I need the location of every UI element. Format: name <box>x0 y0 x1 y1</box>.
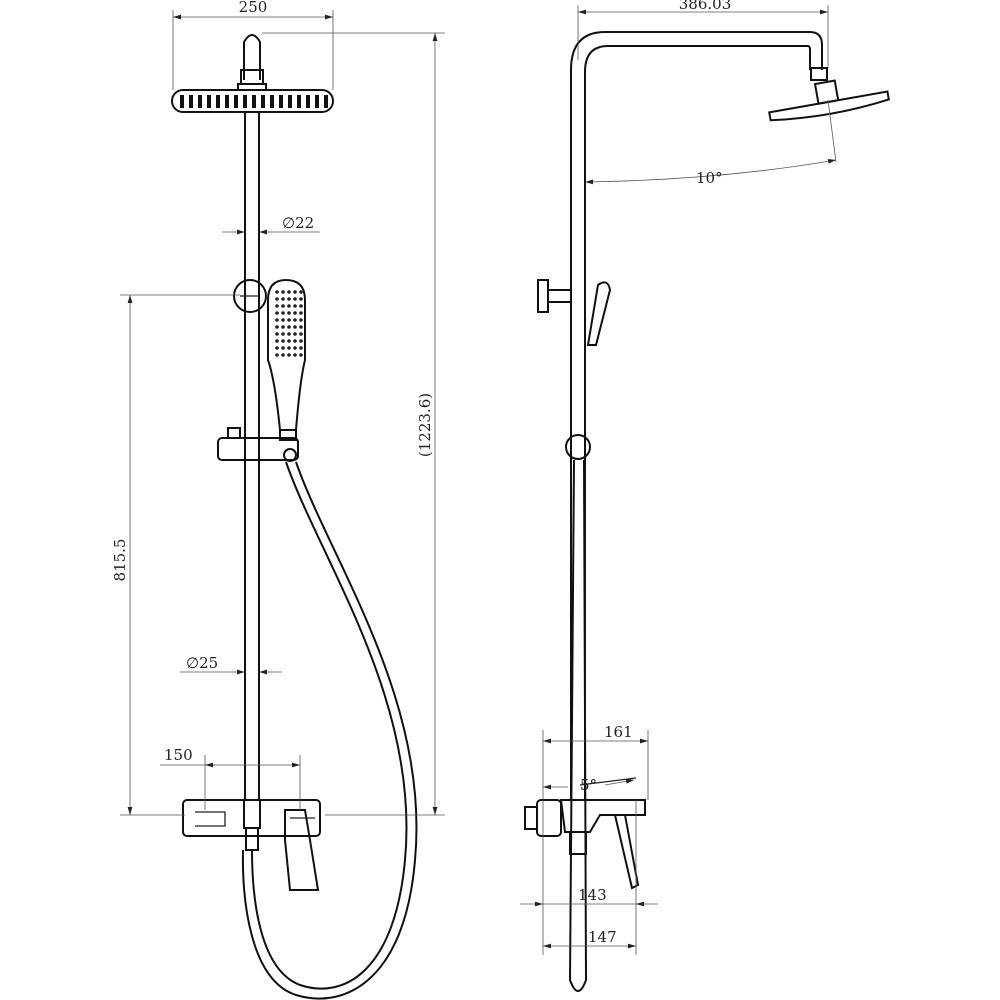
spray-hole <box>287 339 291 343</box>
spray-hole <box>299 318 303 322</box>
spray-hole <box>293 318 297 322</box>
nozzle <box>243 95 247 108</box>
nozzle <box>270 95 274 108</box>
spray-hole <box>275 353 279 357</box>
dim-head-width: 250 <box>239 0 268 16</box>
nozzle <box>198 95 202 108</box>
spray-hole <box>293 346 297 350</box>
spray-hole <box>275 290 279 294</box>
dim-arm-reach: 386.03 <box>679 0 732 13</box>
spray-hole <box>299 353 303 357</box>
spray-hole <box>275 332 279 336</box>
spray-hole <box>287 290 291 294</box>
spray-hole <box>293 339 297 343</box>
spray-hole <box>293 304 297 308</box>
nozzle <box>297 95 301 108</box>
spray-hole <box>281 332 285 336</box>
spray-hole <box>293 332 297 336</box>
front-view: 250 (1223.6) 815.5 ∅22 ∅25 150 <box>111 0 445 1000</box>
spray-hole <box>281 290 285 294</box>
spray-hole <box>275 297 279 301</box>
dim-pipe-lower-dia: ∅25 <box>186 654 218 672</box>
nozzle <box>216 95 220 108</box>
dim-total-height: (1223.6) <box>416 393 434 457</box>
spray-hole <box>281 353 285 357</box>
spray-hole <box>299 325 303 329</box>
nozzle <box>180 95 184 108</box>
hand-shower <box>267 278 306 441</box>
spray-hole <box>281 311 285 315</box>
nozzle <box>252 95 256 108</box>
nozzle <box>207 95 211 108</box>
nozzle <box>225 95 229 108</box>
spray-hole <box>275 304 279 308</box>
spray-hole <box>275 325 279 329</box>
spray-hole <box>299 311 303 315</box>
spray-hole <box>281 339 285 343</box>
spray-hole <box>275 346 279 350</box>
spray-hole <box>299 304 303 308</box>
nozzle <box>315 95 319 108</box>
spray-hole <box>293 353 297 357</box>
side-bracket-knob <box>537 279 572 313</box>
shower-arm <box>570 31 828 800</box>
dim-pipe-upper-dia: ∅22 <box>282 214 314 232</box>
side-view: 386.03 10° 161 5° 143 147 <box>520 0 890 992</box>
spray-hole <box>275 339 279 343</box>
spray-hole <box>299 339 303 343</box>
side-slider <box>565 434 591 460</box>
side-hand-shower <box>586 281 612 346</box>
nozzle <box>189 95 193 108</box>
dim-mixer-depth: 161 <box>604 723 633 741</box>
nozzle <box>234 95 238 108</box>
spray-hole <box>293 325 297 329</box>
spray-hole <box>275 318 279 322</box>
side-dimensions: 386.03 10° 161 5° 143 147 <box>520 0 837 955</box>
spray-hole <box>281 318 285 322</box>
front-dimensions: 250 (1223.6) 815.5 ∅22 ∅25 150 <box>111 0 445 816</box>
spray-hole <box>293 297 297 301</box>
slider-bracket <box>217 427 299 462</box>
spray-hole <box>281 304 285 308</box>
spray-hole <box>287 332 291 336</box>
spray-hole <box>287 318 291 322</box>
spray-hole <box>299 297 303 301</box>
hose <box>241 461 418 1000</box>
mixer-valve <box>182 799 321 891</box>
nozzle <box>324 95 328 108</box>
spray-hole <box>275 311 279 315</box>
shower-pipe <box>244 112 260 800</box>
spray-hole <box>293 311 297 315</box>
overhead-shower-head <box>171 34 334 113</box>
nozzle <box>261 95 265 108</box>
spray-hole <box>287 346 291 350</box>
spray-hole <box>287 311 291 315</box>
spray-hole <box>287 325 291 329</box>
pipe-bracket <box>233 279 267 313</box>
spray-hole <box>281 325 285 329</box>
spray-hole <box>287 304 291 308</box>
nozzle <box>279 95 283 108</box>
dim-body-depth: 147 <box>588 928 617 946</box>
spray-hole <box>299 290 303 294</box>
spray-hole <box>281 346 285 350</box>
spray-hole <box>287 353 291 357</box>
nozzle <box>306 95 310 108</box>
nozzle <box>288 95 292 108</box>
spray-hole <box>299 332 303 336</box>
spray-hole <box>299 346 303 350</box>
spray-hole <box>287 297 291 301</box>
dim-center-distance: 150 <box>164 746 193 764</box>
spray-hole <box>293 290 297 294</box>
dim-handle-depth: 143 <box>578 886 607 904</box>
dim-spout-angle: 5° <box>580 776 597 794</box>
side-hose <box>568 459 588 992</box>
dim-slide-height: 815.5 <box>111 539 129 582</box>
dim-head-angle: 10° <box>696 169 723 187</box>
spray-hole <box>281 297 285 301</box>
